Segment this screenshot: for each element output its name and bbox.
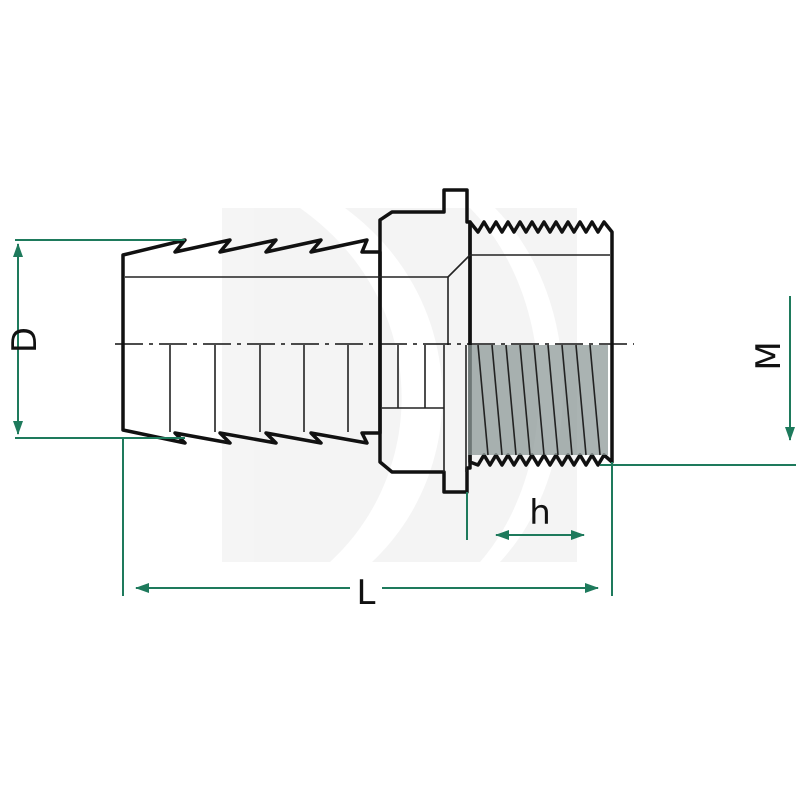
dimension-h-label: h: [529, 493, 551, 533]
dimension-d: D: [5, 239, 185, 439]
barb-section-lines: [169, 345, 426, 432]
dimension-l: L: [122, 438, 613, 613]
fitting-body: [115, 188, 634, 494]
thread-hatch-lines: [477, 344, 601, 456]
dimension-h: h: [466, 492, 585, 540]
bore-lines: [125, 254, 610, 472]
dimension-d-label: D: [5, 327, 45, 353]
thread-cut-section: [468, 345, 608, 455]
dimension-m: M: [600, 296, 796, 466]
dimension-m-label: M: [749, 341, 789, 370]
dimension-l-label: L: [357, 573, 376, 613]
